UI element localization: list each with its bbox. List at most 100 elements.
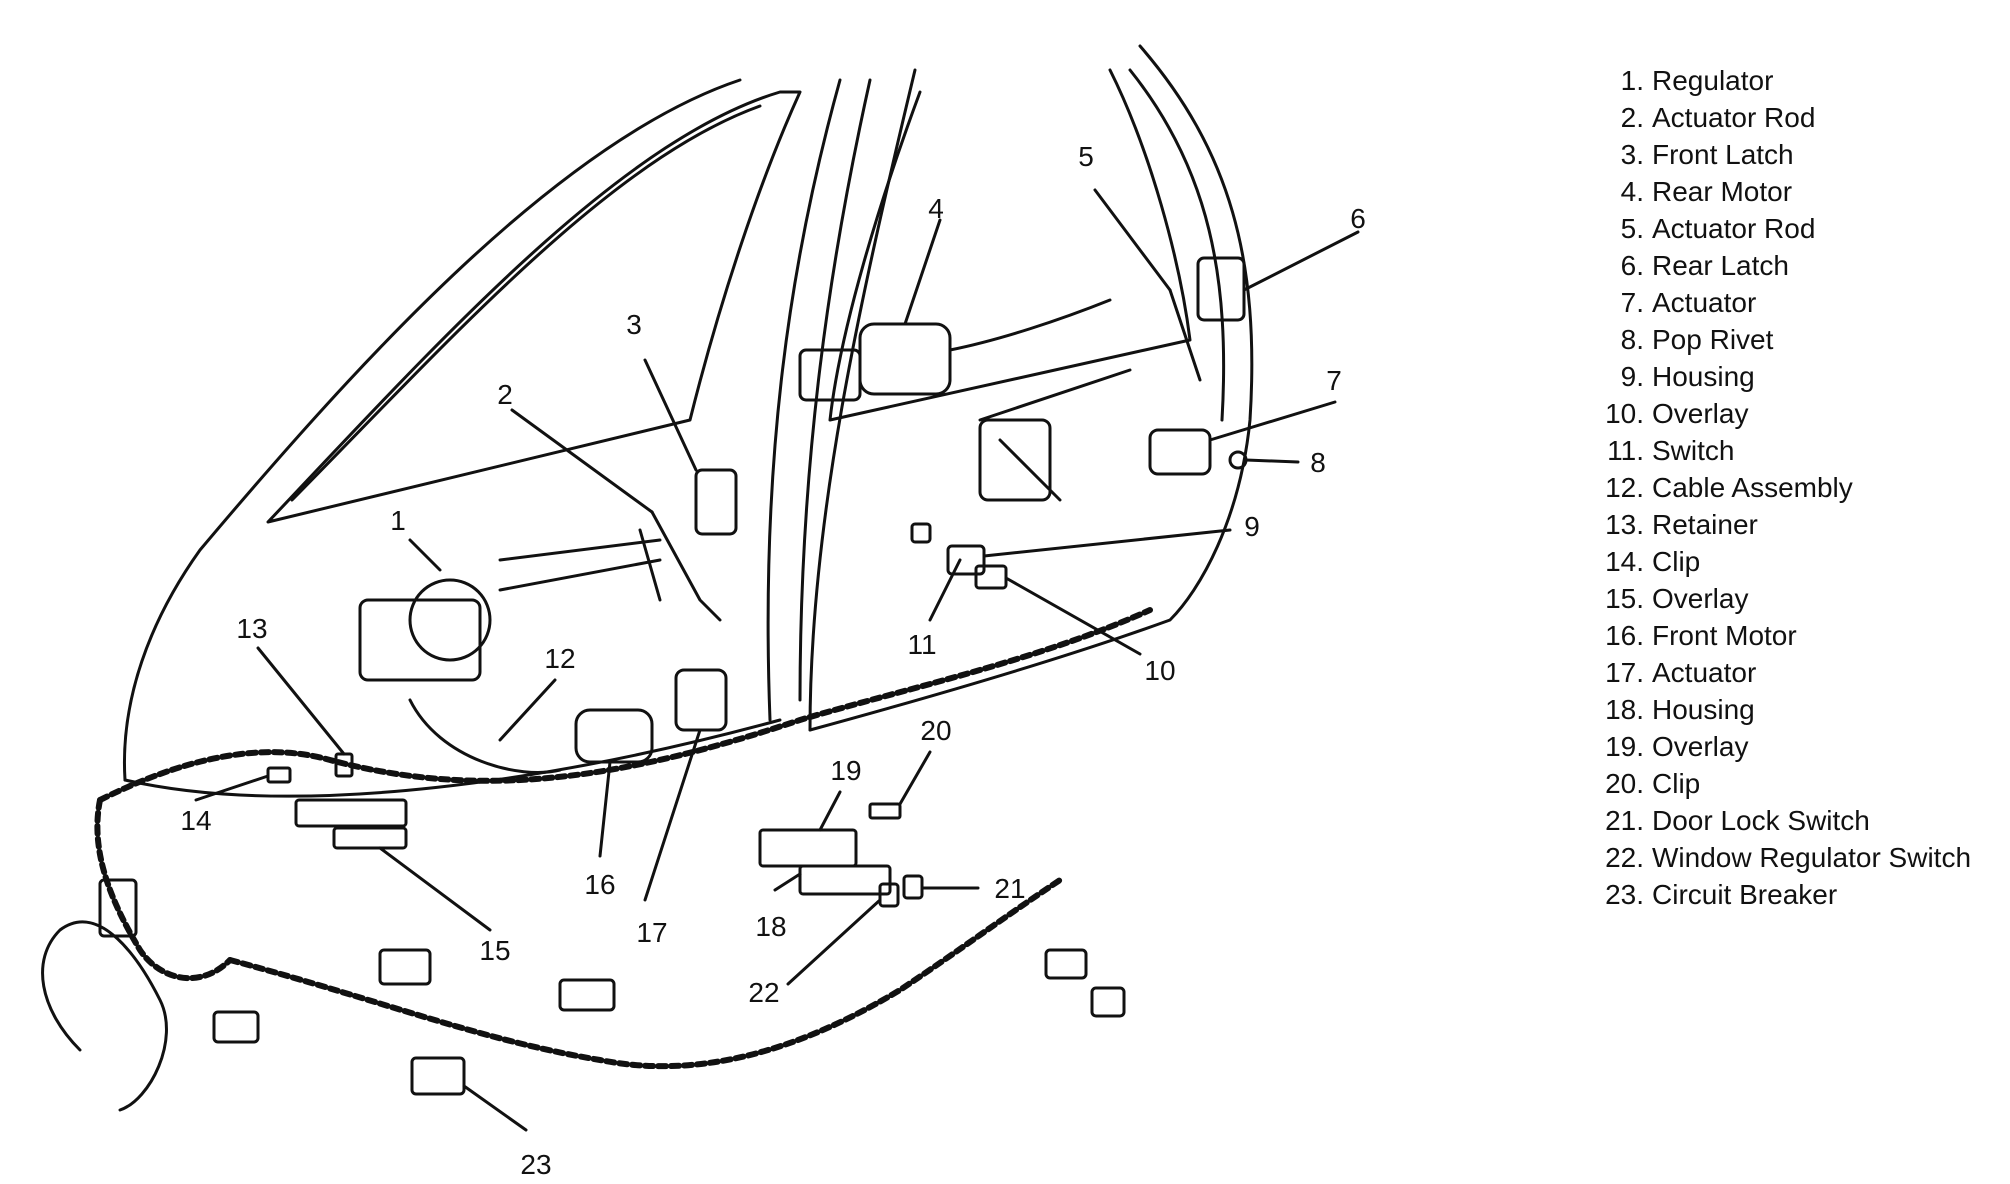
legend-number: 20. <box>1605 768 1644 799</box>
rear-regulator-housing <box>978 418 1052 502</box>
harness-connector-c <box>378 948 432 986</box>
front-door-pillar <box>766 78 842 722</box>
legend-label: Overlay <box>1652 398 1749 429</box>
legend-item: 8. Pop Rivet <box>1590 321 2010 358</box>
leader-12 <box>498 678 557 742</box>
lower-wire-harness <box>227 877 1063 1070</box>
rear-door-outline-inner <box>1128 68 1226 422</box>
rear-actuator <box>1148 428 1212 476</box>
legend-number: 3. <box>1620 139 1644 170</box>
regulator-gear <box>408 578 492 662</box>
legend-number: 7. <box>1620 287 1644 318</box>
legend-number: 11. <box>1607 435 1644 466</box>
front-window-frame-outer <box>266 90 802 524</box>
callout-17: 17 <box>636 917 667 948</box>
legend-item: 7. Actuator <box>1590 284 2010 321</box>
callout-8: 8 <box>1310 447 1326 478</box>
leader-8 <box>1244 458 1300 464</box>
leader-6 <box>1242 230 1360 292</box>
legend-label: Overlay <box>1652 731 1749 762</box>
leader-7 <box>1208 400 1337 442</box>
front-door-pillar-inner <box>798 78 872 702</box>
left-wire-harness <box>94 797 233 981</box>
front-switch-housing <box>294 798 408 828</box>
legend-number: 10. <box>1605 398 1644 429</box>
legend-number: 15. <box>1605 583 1644 614</box>
callout-1: 1 <box>390 505 406 536</box>
leader-19 <box>818 790 842 832</box>
legend-label: Actuator <box>1652 287 1757 318</box>
legend-item: 23. Circuit Breaker <box>1590 876 2010 913</box>
harness-connector-f <box>1090 986 1126 1018</box>
legend-label: Pop Rivet <box>1652 324 1774 355</box>
legend-item: 5.Actuator Rod <box>1590 210 2010 247</box>
legend-label: Regulator <box>1652 65 1774 96</box>
rear-regulator-arm <box>978 368 1132 502</box>
legend-number: 17. <box>1605 657 1644 688</box>
legend-number: 12. <box>1605 472 1644 503</box>
callout-2: 2 <box>497 379 513 410</box>
leader-16 <box>598 760 612 858</box>
callout-5: 5 <box>1078 141 1094 172</box>
rear-switch <box>910 522 932 544</box>
front-latch <box>694 468 738 536</box>
legend-item: 6.Rear Latch <box>1590 247 2010 284</box>
legend-item: 20. Clip <box>1590 765 2010 802</box>
legend-label: Actuator <box>1652 657 1757 688</box>
legend-number: 23. <box>1605 879 1644 910</box>
front-switch-overlay <box>332 826 408 850</box>
callout-4: 4 <box>928 193 944 224</box>
cable-assembly <box>408 698 562 774</box>
leader-5 <box>1093 188 1172 292</box>
legend-number: 8. <box>1620 324 1644 355</box>
center-clip <box>868 802 902 820</box>
legend-label: Cable Assembly <box>1652 472 1853 503</box>
legend-item: 11.Switch <box>1590 432 2010 469</box>
legend-label: Clip <box>1652 768 1701 799</box>
front-actuator-rod <box>650 510 722 622</box>
leader-17 <box>643 728 702 902</box>
leader-13 <box>256 646 346 756</box>
rear-switch-overlay <box>974 564 1008 590</box>
legend-number: 4. <box>1620 176 1644 207</box>
legend-number: 13. <box>1605 509 1644 540</box>
callout-9: 9 <box>1244 511 1260 542</box>
legend-label: Rear Latch <box>1652 250 1789 281</box>
legend-number: 14. <box>1605 546 1644 577</box>
callout-6: 6 <box>1350 203 1366 234</box>
legend-number: 19. <box>1605 731 1644 762</box>
legend-item: 12. Cable Assembly <box>1590 469 2010 506</box>
legend-label: Door Lock Switch <box>1652 805 1870 836</box>
legend-number: 22. <box>1605 842 1644 873</box>
leader-14 <box>194 774 270 802</box>
legend-number: 9. <box>1620 361 1644 392</box>
callout-16: 16 <box>584 869 615 900</box>
legend-item: 16.Front Motor <box>1590 617 2010 654</box>
legend-item: 17. Actuator <box>1590 654 2010 691</box>
front-actuator <box>674 668 728 732</box>
front-window-frame-inner <box>290 104 762 502</box>
legend-number: 21. <box>1605 805 1644 836</box>
front-clip <box>266 766 292 784</box>
connector-pigtail <box>41 920 168 1112</box>
rear-motor-cable <box>948 298 1112 352</box>
center-housing <box>798 864 892 896</box>
callout-15: 15 <box>479 935 510 966</box>
leader-15 <box>378 846 492 932</box>
legend-item: 21. Door Lock Switch <box>1590 802 2010 839</box>
legend-number: 1. <box>1620 65 1644 96</box>
callout-3: 3 <box>626 309 642 340</box>
legend-item: 2.Actuator Rod <box>1590 99 2010 136</box>
legend-item: 3. Front Latch <box>1590 136 2010 173</box>
harness-connector-d <box>558 978 616 1012</box>
leader-22 <box>786 898 882 986</box>
legend-label: Window Regulator Switch <box>1652 842 1972 873</box>
callout-13: 13 <box>236 613 267 644</box>
legend-label: Front Latch <box>1652 139 1794 170</box>
legend-item: 15.Overlay <box>1590 580 2010 617</box>
legend-label: Retainer <box>1652 509 1758 540</box>
callout-23: 23 <box>520 1149 551 1180</box>
legend-label: Circuit Breaker <box>1652 879 1838 910</box>
legend-item: 14.Clip <box>1590 543 2010 580</box>
